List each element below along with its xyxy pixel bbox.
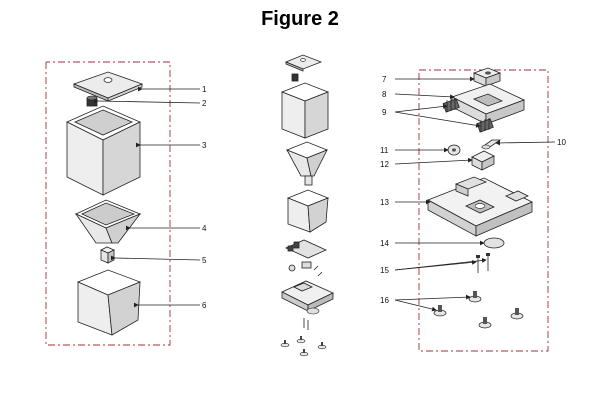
disc-14-part: [483, 237, 505, 249]
callout-3: 3: [202, 141, 207, 150]
pin-10-part: [480, 139, 502, 150]
callout-13: 13: [380, 198, 389, 207]
block-7-part: [472, 67, 502, 87]
callout-6: 6: [202, 301, 207, 310]
leader-line-9a: [394, 104, 448, 113]
figure-title: Figure 2: [261, 8, 339, 30]
callout-7: 7: [382, 75, 387, 84]
roller-12-part: [471, 150, 495, 171]
leader-line-16a: [394, 299, 437, 312]
callout-9: 9: [382, 108, 387, 117]
leader-line-16b: [394, 294, 471, 301]
small-block-part: [100, 246, 115, 264]
base-13-part: [427, 176, 533, 237]
callout-15: 15: [380, 266, 389, 275]
left-exploded-view: 1 2 3 4 5 6: [45, 61, 207, 346]
middle-feet: [280, 336, 327, 357]
callout-10: 10: [557, 138, 566, 147]
callout-12: 12: [380, 160, 389, 169]
lid-part: [72, 71, 144, 102]
callout-16: 16: [380, 296, 389, 305]
callout-5: 5: [202, 256, 207, 265]
leader-line-12: [394, 157, 473, 165]
callout-2: 2: [202, 99, 207, 108]
feet-16-part: [433, 291, 524, 329]
callout-4: 4: [202, 224, 207, 233]
leader-line-5: [110, 255, 201, 261]
leader-line-8: [394, 93, 455, 100]
washer-11-part: [447, 144, 461, 156]
lower-tray-part: [76, 269, 142, 336]
screws-15-part: [476, 253, 490, 273]
cap-part: [86, 95, 98, 107]
upper-box-part: [66, 105, 141, 196]
left-group-boundary: [45, 61, 171, 346]
callout-14: 14: [380, 239, 389, 248]
callout-11: 11: [380, 146, 389, 155]
right-exploded-view: 7 8 9 10 11 12 13 14 15 16: [380, 67, 566, 352]
callout-8: 8: [382, 90, 387, 99]
middle-stack-view: [280, 54, 334, 357]
funnel-part: [74, 199, 142, 244]
leader-line-10: [495, 140, 556, 146]
clamp-bar-8-part: [450, 83, 526, 125]
leader-line-2: [93, 98, 201, 104]
leader-line-15b: [394, 258, 487, 271]
right-group-boundary: [418, 69, 549, 352]
callout-1: 1: [202, 85, 207, 94]
leader-line-9b: [394, 111, 481, 128]
